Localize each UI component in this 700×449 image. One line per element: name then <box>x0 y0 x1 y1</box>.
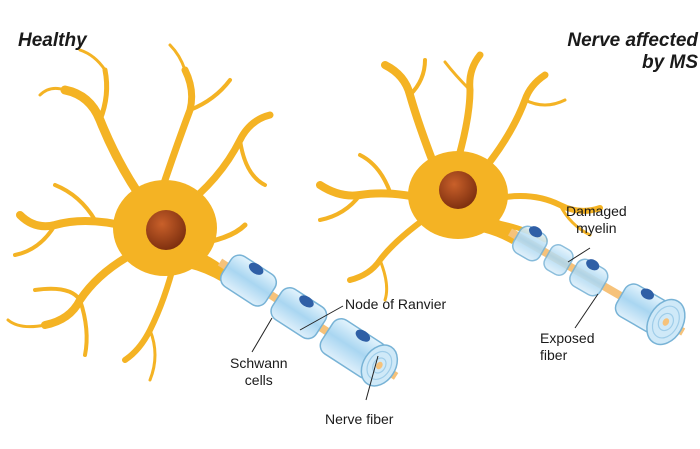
myelin-ring <box>657 312 675 332</box>
damaged-myelin-label: Damaged myelin <box>566 203 627 236</box>
node-of-ranvier-label: Node of Ranvier <box>345 296 447 312</box>
myelin-ring <box>372 357 387 374</box>
ms-axon-hillock <box>482 215 518 244</box>
exposed-fiber-pointer <box>574 293 599 329</box>
healthy-neuron <box>6 43 399 401</box>
myelin-segment <box>219 254 278 307</box>
myelin-segment <box>270 287 328 340</box>
schwann-nucleus <box>355 329 371 342</box>
ms-nucleus <box>439 171 477 209</box>
schwann-cells-label: Schwann cells <box>230 355 288 388</box>
schwann-nucleus <box>586 259 600 271</box>
schwann-cells-pointer <box>251 317 273 353</box>
healthy-dendrites <box>6 43 274 382</box>
ms-title: Nerve affected by MS <box>567 30 698 73</box>
fiber-cross-section <box>662 318 670 326</box>
healthy-nucleus <box>146 210 186 250</box>
myelin-ring <box>366 350 393 381</box>
nerve-fiber-pointer <box>365 355 379 401</box>
ms-axon <box>508 225 686 346</box>
node-of-ranvier-pointer <box>299 305 344 331</box>
healthy-axon-hillock <box>188 250 228 282</box>
schwann-nucleus <box>640 288 654 300</box>
damaged-myelin-pointer <box>567 247 591 263</box>
nerve-fiber-label: Nerve fiber <box>325 411 394 427</box>
schwann-nucleus <box>528 226 543 238</box>
schwann-nucleus <box>248 262 264 275</box>
healthy-title: Healthy <box>18 30 87 51</box>
damaged-myelin-segment <box>543 244 574 276</box>
healthy-axon <box>217 254 399 387</box>
fiber-cross-section <box>376 361 383 370</box>
schwann-nucleus <box>299 295 314 308</box>
exposed-fiber-label: Exposed fiber <box>540 330 595 363</box>
ms-neuron <box>316 51 686 346</box>
myelin-ring <box>651 305 680 339</box>
